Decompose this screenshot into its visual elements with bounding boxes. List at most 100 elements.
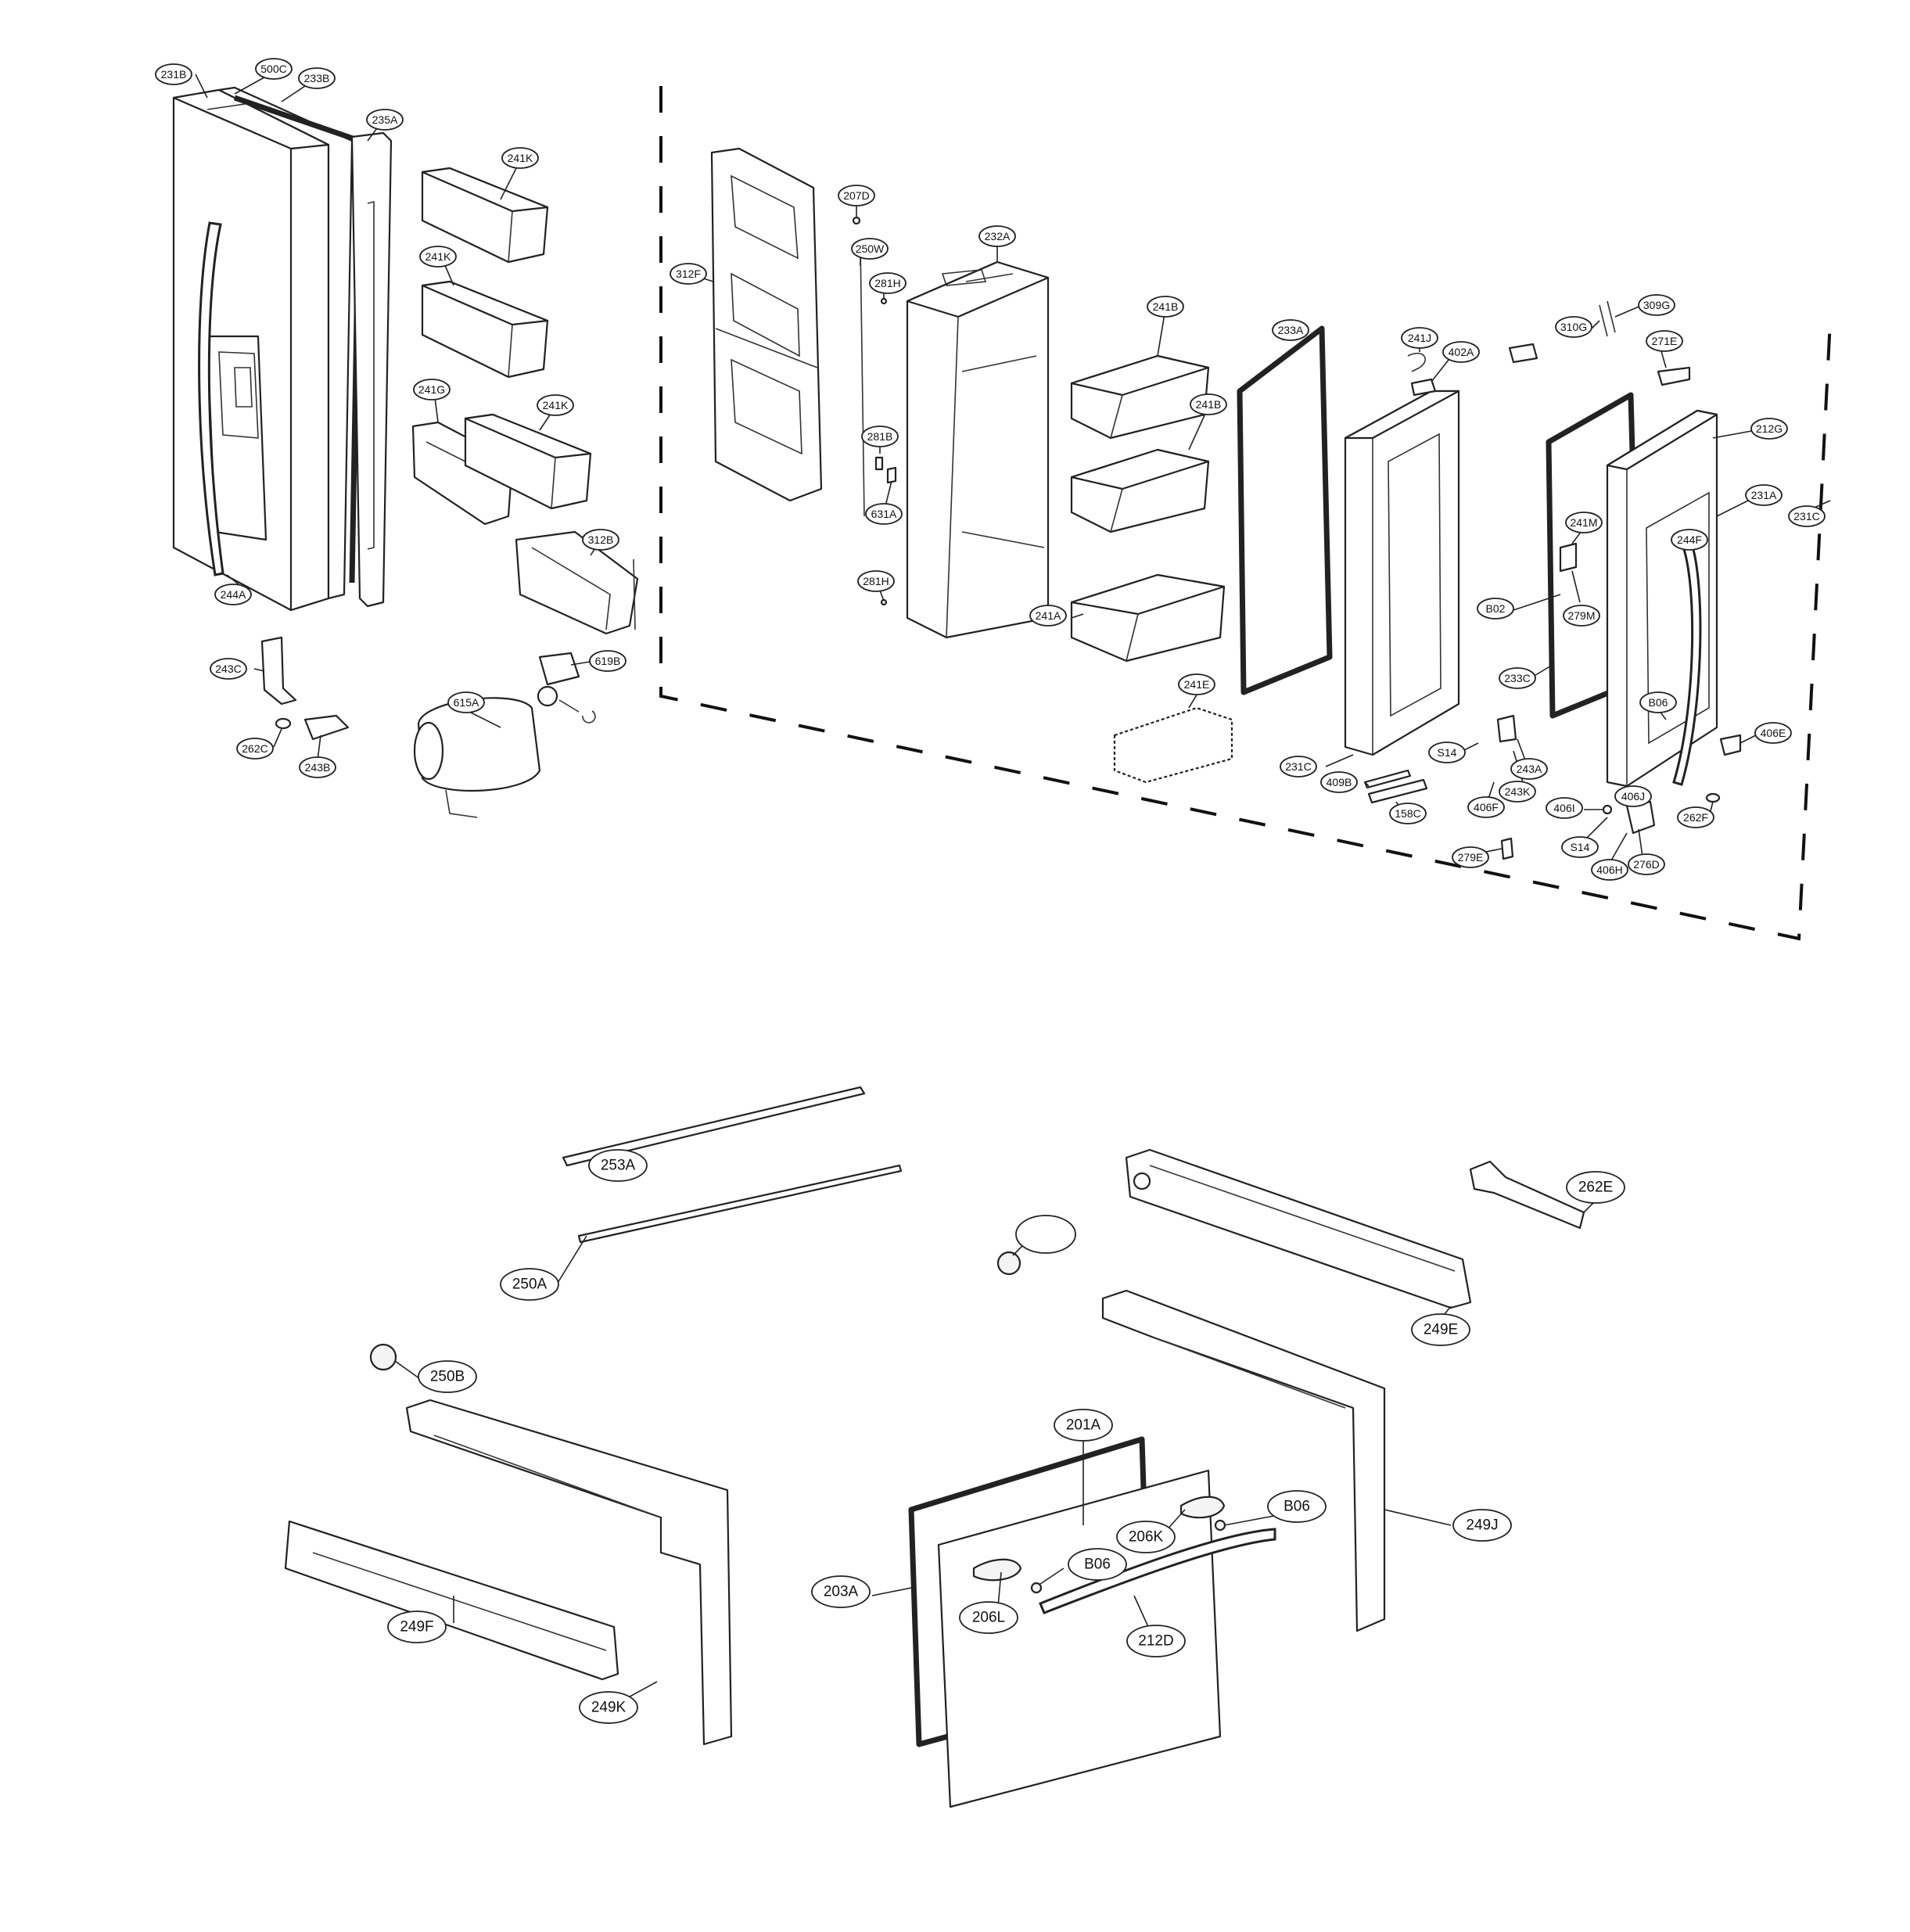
callout-250w: 250W <box>851 238 889 260</box>
callout-312f: 312F <box>670 263 707 285</box>
callout-label: 279E <box>1458 851 1484 864</box>
callout-619b: 619B <box>589 650 626 672</box>
callout-label: 203A <box>824 1584 859 1600</box>
callout-label: 409B <box>1327 776 1352 788</box>
callout-bubble <box>865 503 903 525</box>
callout-label: 241B <box>1196 398 1222 411</box>
callout-label: 262E <box>1578 1180 1613 1196</box>
callout-label: 309G <box>1643 299 1670 311</box>
callout-243c: 243C <box>210 658 247 680</box>
callout-631a: 631A <box>865 503 903 525</box>
callout-label: 406H <box>1596 864 1622 876</box>
callout-bubble <box>299 756 336 778</box>
left-door-bins <box>411 167 639 635</box>
callout-bubble <box>1411 1313 1470 1346</box>
callout-402a: 402A <box>1442 341 1480 363</box>
callout-label: 250B <box>430 1369 465 1385</box>
callout-bubble <box>861 426 899 447</box>
callout-231c-1: 231C <box>1280 756 1317 777</box>
callout-label: 253A <box>601 1158 636 1174</box>
callout-label: 241K <box>508 152 533 164</box>
callout-label: 249F <box>400 1619 433 1636</box>
callout-label: 631A <box>871 508 897 520</box>
callout-b06-3: B06 <box>1068 1548 1127 1581</box>
callout-bubble <box>1628 853 1665 875</box>
callout-label: 279M <box>1567 609 1595 622</box>
callout-bubble <box>1788 505 1826 527</box>
callout-232a: 232A <box>978 225 1016 247</box>
callout-241e: 241E <box>1178 673 1215 695</box>
callout-406h: 406H <box>1591 859 1628 881</box>
callout-bubble <box>588 1149 648 1182</box>
callout-bubble <box>978 225 1016 247</box>
callout-231b: 231B <box>155 63 192 85</box>
callout-bubble <box>419 246 457 268</box>
callout-158c: 158C <box>1389 803 1427 824</box>
callout-201a: 201A <box>1054 1409 1113 1442</box>
callout-bubble <box>1147 296 1184 318</box>
callout-253a: 253A <box>588 1149 648 1182</box>
callout-label: 241K <box>425 250 451 263</box>
callout-bubble <box>579 1691 638 1724</box>
callout-label: 402A <box>1449 346 1474 358</box>
callout-281h-2: 281H <box>857 570 895 592</box>
callout-label: 241K <box>543 399 569 411</box>
callout-249e: 249E <box>1411 1313 1470 1346</box>
door-liner <box>906 260 1050 639</box>
callout-label: 615A <box>454 696 479 709</box>
callout-241a: 241A <box>1029 605 1067 627</box>
callout-279e: 279E <box>1452 846 1489 868</box>
callout-281b: 281B <box>861 426 899 447</box>
callout-bubble <box>1068 1548 1127 1581</box>
callout-250a: 250A <box>500 1268 559 1301</box>
callout-233b: 233B <box>298 67 336 89</box>
callout-bubble <box>811 1575 871 1608</box>
callout-bubble <box>210 658 247 680</box>
callout-bubble <box>1561 836 1599 858</box>
callout-label: 244F <box>1677 533 1702 546</box>
callout-label: 231B <box>161 68 187 81</box>
callout-label: 281H <box>863 575 889 587</box>
callout-281h-1: 281H <box>869 272 907 294</box>
callout-241m: 241M <box>1565 512 1603 533</box>
callout-label: 212G <box>1756 422 1783 435</box>
callout-bubble <box>1320 771 1358 793</box>
callout-276d: 276D <box>1628 853 1665 875</box>
callout-241k-2: 241K <box>419 246 457 268</box>
callout-s14-2: S14 <box>1561 836 1599 858</box>
callout-250b: 250B <box>418 1360 477 1393</box>
callout-bubble <box>1591 859 1628 881</box>
callout-label: 271E <box>1652 335 1678 347</box>
callout-207d: 207D <box>838 185 875 206</box>
callout-bubble <box>214 584 252 605</box>
callout-label: 243B <box>305 761 331 774</box>
callout-241k-3: 241K <box>537 394 574 416</box>
callout-label: 406E <box>1761 727 1786 739</box>
callout-label: 232A <box>985 230 1011 242</box>
callout-label: 241J <box>1408 332 1431 344</box>
callout-bubble <box>155 63 192 85</box>
callout-label: 310G <box>1560 321 1587 333</box>
callout-bubble <box>366 109 404 131</box>
callout-label: 241B <box>1153 300 1179 313</box>
callout-s14-1: S14 <box>1428 742 1466 763</box>
inner-door-panel <box>710 147 897 606</box>
callout-206k: 206K <box>1116 1521 1176 1553</box>
callout-406i: 406I <box>1546 797 1583 819</box>
callout-bubble <box>1614 785 1652 807</box>
callout-label: 244A <box>221 588 246 601</box>
left-door-assembly <box>172 86 393 612</box>
callout-label: 406J <box>1621 790 1645 803</box>
callout-bubble <box>500 1268 559 1301</box>
callout-bubble <box>1750 418 1788 440</box>
callout-235a: 235A <box>366 109 404 131</box>
callout-409b: 409B <box>1320 771 1358 793</box>
callout-241g: 241G <box>413 379 451 400</box>
callout-label: 250A <box>512 1277 548 1293</box>
callout-bubble <box>1563 605 1600 627</box>
callout-label: 201A <box>1066 1417 1101 1434</box>
callout-bubble <box>1280 756 1317 777</box>
callout-bubble <box>1401 327 1438 349</box>
callout-label: 233B <box>304 72 330 84</box>
